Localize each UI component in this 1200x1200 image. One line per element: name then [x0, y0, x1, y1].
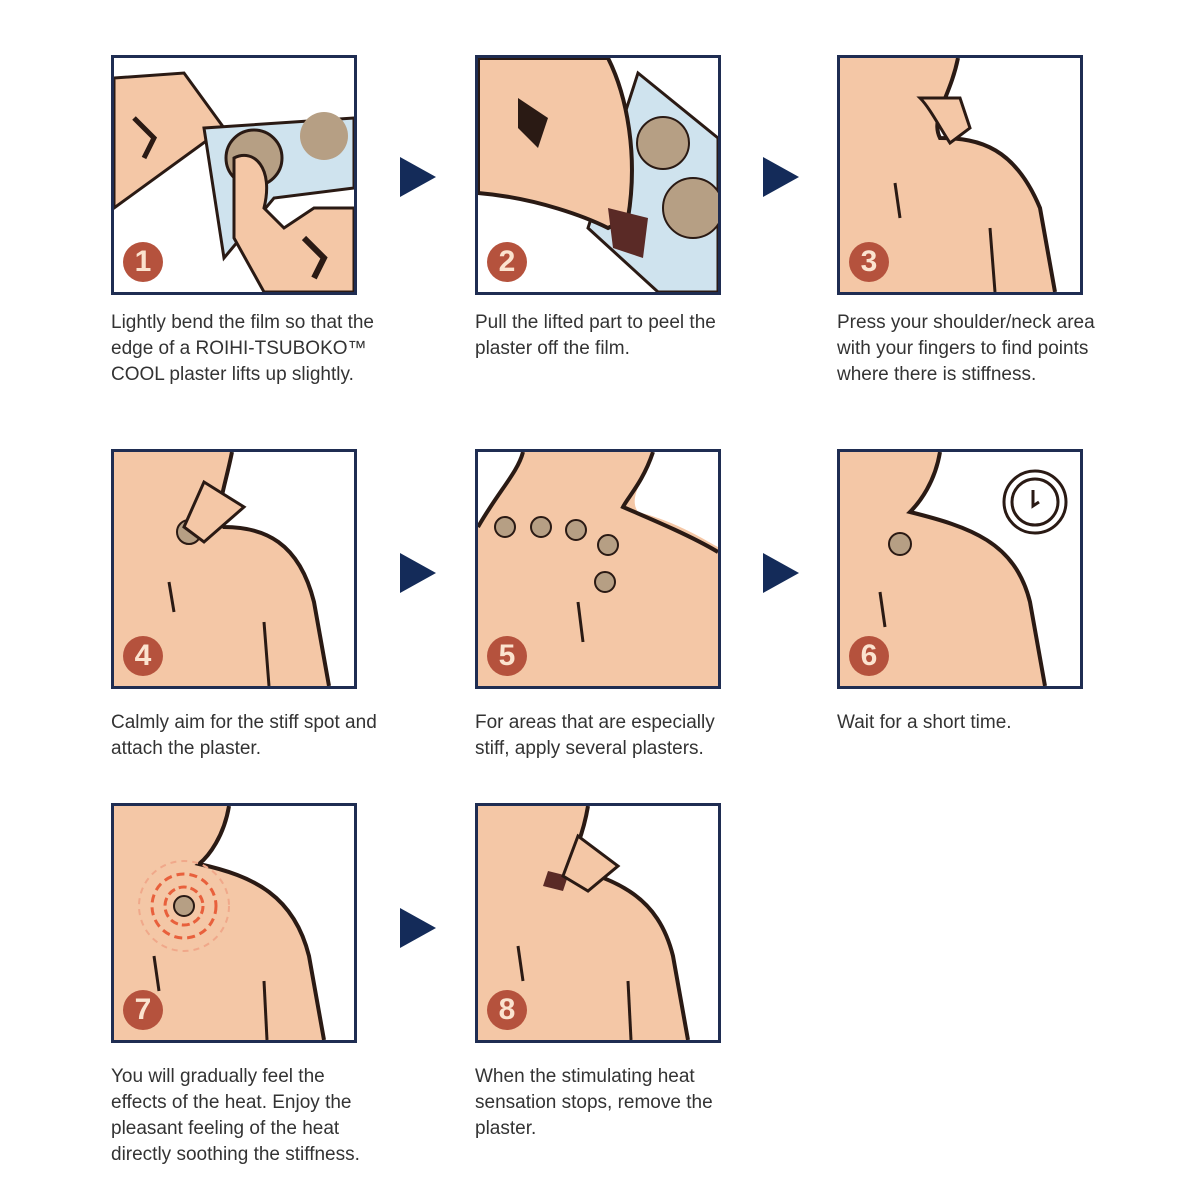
attach-plaster-icon	[114, 452, 331, 686]
play-arrow-icon	[400, 908, 436, 948]
hand-peeling-plaster-icon	[478, 58, 718, 292]
play-arrow-icon	[400, 157, 436, 197]
step-3-panel: 3	[837, 55, 1083, 295]
hand-bending-film-icon	[114, 71, 354, 292]
step-number-badge: 8	[487, 990, 527, 1030]
several-plasters-icon	[478, 452, 718, 686]
step-6-panel: 6	[837, 449, 1083, 689]
step-2-caption: Pull the lifted part to peel the plaster…	[475, 312, 716, 359]
step-number-badge: 1	[123, 242, 163, 282]
step-8-caption: When the stimulating heat sensation stop…	[475, 1066, 713, 1139]
step-8-panel: 8	[475, 803, 721, 1043]
wait-clock-icon	[840, 452, 1068, 686]
step-1-caption: Lightly bend the film so that the edge o…	[111, 312, 374, 385]
step-4-panel: 4	[111, 449, 357, 689]
step-7-caption: You will gradually feel the effects of t…	[111, 1066, 360, 1165]
play-arrow-icon	[763, 157, 799, 197]
step-number-badge: 3	[849, 242, 889, 282]
step-number-badge: 5	[487, 636, 527, 676]
step-7-panel: 7	[111, 803, 357, 1043]
heat-rings-icon	[114, 806, 326, 1040]
play-arrow-icon	[763, 553, 799, 593]
step-4-caption: Calmly aim for the stiff spot and attach…	[111, 712, 377, 759]
hand-pressing-shoulder-icon	[840, 58, 1057, 292]
step-1-panel: 1	[111, 55, 357, 295]
step-5-panel: 5	[475, 449, 721, 689]
step-number-badge: 2	[487, 242, 527, 282]
step-5-caption: For areas that are especially stiff, app…	[475, 712, 715, 759]
play-arrow-icon	[400, 553, 436, 593]
step-number-badge: 4	[123, 636, 163, 676]
step-number-badge: 6	[849, 636, 889, 676]
remove-plaster-icon	[478, 806, 690, 1040]
step-number-badge: 7	[123, 990, 163, 1030]
step-6-caption: Wait for a short time.	[837, 712, 1012, 733]
step-2-panel: 2	[475, 55, 721, 295]
step-3-caption: Press your shoulder/neck area with your …	[837, 312, 1095, 385]
